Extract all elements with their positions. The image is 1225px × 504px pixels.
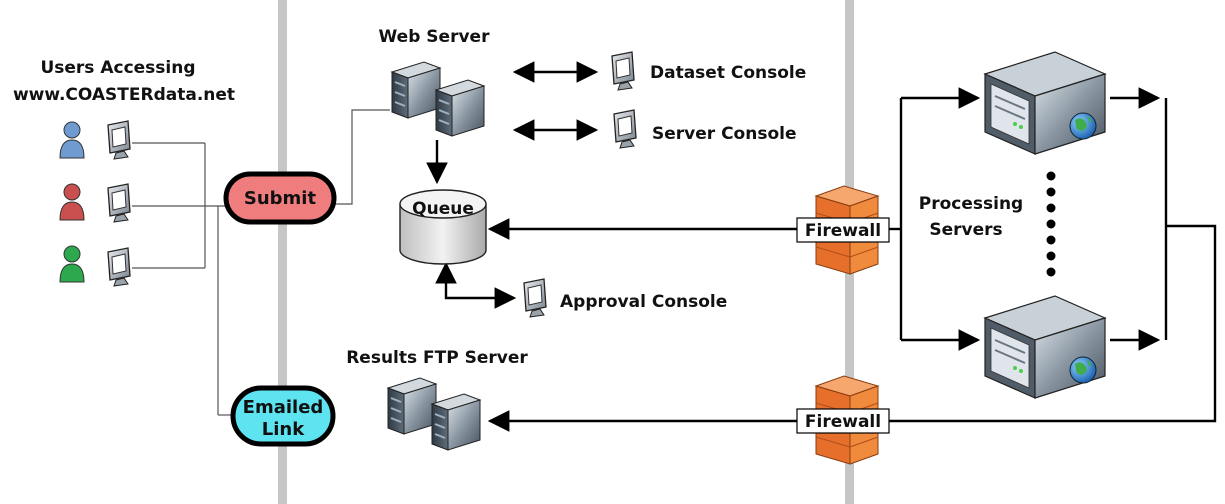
users-heading-line1: Users Accessing [40, 58, 195, 78]
emailed-link-node: Emailed Link [230, 385, 336, 447]
web-server-icon [391, 61, 485, 137]
results-ftp-server-label: Results FTP Server [346, 348, 528, 368]
approval-console-monitor-icon [523, 278, 547, 318]
connector-arrows [426, 61, 800, 432]
user-icon-green [59, 245, 85, 283]
approval-console-label: Approval Console [560, 292, 727, 312]
processing-server-icon-bottom [984, 295, 1106, 399]
divider-left [278, 0, 287, 504]
queue-node: Queue [399, 189, 487, 265]
user-icon-blue [59, 121, 85, 159]
server-console-monitor-icon [613, 109, 637, 149]
user-monitor-icon-3 [107, 247, 131, 287]
server-console-label: Server Console [652, 124, 796, 144]
web-server-label: Web Server [379, 27, 491, 47]
processing-servers-label-line1: Processing [919, 194, 1023, 214]
firewall-bottom-label-box [796, 408, 890, 434]
submit-label: Submit [244, 188, 317, 209]
users-heading-line2: www.COASTERdata.net [13, 85, 235, 105]
connector-lines [132, 109, 390, 416]
firewall-top-label-box [796, 217, 890, 243]
queue-label: Queue [412, 199, 474, 219]
processing-server-icon-top [984, 51, 1106, 155]
user-monitor-icon-2 [107, 183, 131, 223]
dataset-console-monitor-icon [611, 51, 635, 91]
emailed-link-label-line2: Link [262, 419, 305, 440]
user-icon-red [59, 183, 85, 221]
user-monitor-icon-1 [107, 120, 131, 160]
firewall-top-label: Firewall [805, 221, 881, 241]
dataset-console-label: Dataset Console [650, 63, 806, 83]
processing-servers-label-line2: Servers [929, 220, 1002, 240]
processing-servers-ellipsis [1046, 171, 1056, 277]
firewall-bottom-label: Firewall [805, 412, 881, 432]
submit-node: Submit [223, 171, 337, 225]
processing-connectors [888, 87, 1217, 423]
results-ftp-server-icon [387, 377, 481, 451]
emailed-link-label-line1: Emailed [243, 397, 324, 418]
